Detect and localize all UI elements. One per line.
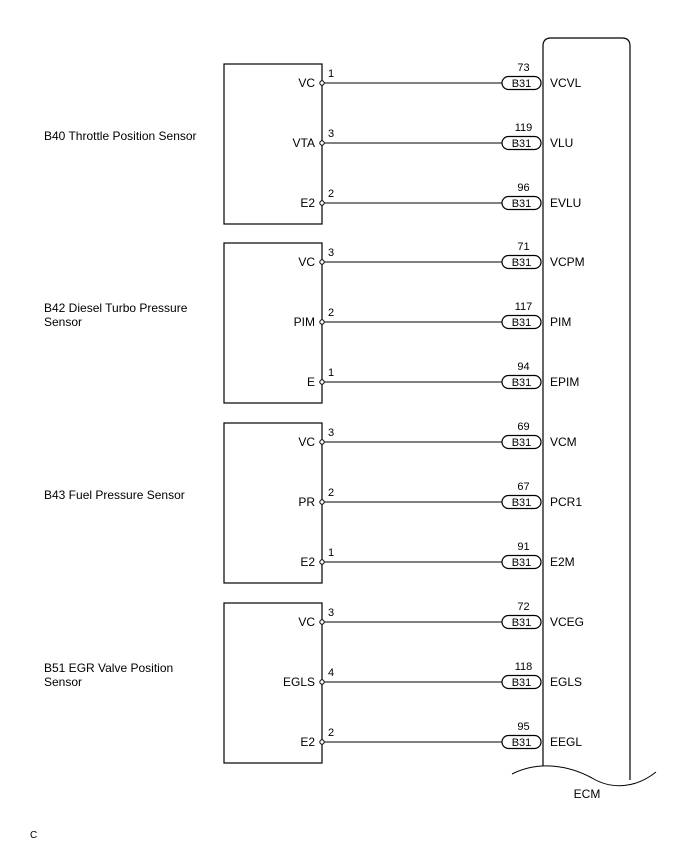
pin-terminal [319, 739, 325, 745]
connector-oval [501, 674, 542, 690]
sensor-label: B40 Throttle Position Sensor [44, 129, 197, 143]
sensor-label: Sensor [44, 675, 82, 689]
sensor-group: B40 Throttle Position SensorVC1B3173VCVL… [44, 62, 585, 764]
ecm-pin-number: 72 [517, 601, 529, 613]
connector-name: B31 [512, 737, 532, 749]
sensor-pin-label: EGLS [283, 675, 315, 689]
connector-name: B31 [512, 677, 532, 689]
connector-name: B31 [512, 377, 532, 389]
pin-terminal [319, 80, 325, 86]
sensor-label: Sensor [44, 315, 82, 329]
sensor-pin-number: 1 [328, 367, 334, 379]
pin-terminal [319, 619, 325, 625]
ecm-pin-name: E2M [550, 555, 575, 569]
connector-name: B31 [512, 78, 532, 90]
ecm-module-outline [542, 37, 631, 780]
ecm-break-line [511, 765, 657, 787]
ecm-pin-name: EPIM [550, 375, 579, 389]
sensor-pin-number: 1 [328, 547, 334, 559]
connector-oval [501, 614, 542, 630]
pin-terminal [319, 200, 325, 206]
ecm-pin-number: 71 [517, 241, 529, 253]
ecm-pin-name: VCPM [550, 255, 585, 269]
ecm-title: ECM [574, 787, 601, 801]
pin-terminal [319, 499, 325, 505]
pin-terminal [319, 679, 325, 685]
connector-name: B31 [512, 138, 532, 150]
ecm-pin-name: EEGL [550, 735, 582, 749]
sensor-pin-label: VC [298, 255, 315, 269]
connector-oval [501, 135, 542, 151]
sensor-pin-number: 2 [328, 487, 334, 499]
ecm-pin-number: 94 [517, 361, 529, 373]
pin-terminal [319, 379, 325, 385]
ecm-pin-number: 119 [515, 122, 533, 134]
sensor-pin-number: 3 [328, 128, 334, 140]
sensor-pin-number: 2 [328, 307, 334, 319]
ecm-pin-number: 67 [517, 481, 529, 493]
ecm-pin-number: 95 [517, 721, 529, 733]
ecm-pin-number: 118 [515, 661, 533, 673]
connector-name: B31 [512, 198, 532, 210]
ecm-pin-number: 69 [517, 421, 529, 433]
sensor-pin-number: 3 [328, 247, 334, 259]
sensor-pin-label: E [307, 375, 315, 389]
connector-oval [501, 434, 542, 450]
sensor-pin-label: PR [298, 495, 315, 509]
connector-oval [501, 374, 542, 390]
ecm-pin-name: VCVL [550, 76, 582, 90]
sensor-pin-label: VTA [293, 136, 315, 150]
sensor-pin-label: E2 [300, 555, 315, 569]
connector-name: B31 [512, 617, 532, 629]
footer-code: C [30, 830, 37, 841]
sensor-label: B43 Fuel Pressure Sensor [44, 488, 185, 502]
sensor-pin-number: 4 [328, 667, 334, 679]
ecm-pin-number: 91 [517, 541, 529, 553]
pin-terminal [319, 559, 325, 565]
connector-oval [501, 254, 542, 270]
pin-terminal [319, 319, 325, 325]
sensor-pin-label: VC [298, 435, 315, 449]
sensor-pin-number: 3 [328, 427, 334, 439]
sensor-pin-label: VC [298, 76, 315, 90]
connector-name: B31 [512, 257, 532, 269]
connector-name: B31 [512, 437, 532, 449]
connector-oval [501, 195, 542, 211]
sensor-pin-number: 1 [328, 68, 334, 80]
sensor-label: B42 Diesel Turbo Pressure [44, 301, 188, 315]
sensor-pin-label: E2 [300, 196, 315, 210]
sensor-pin-number: 2 [328, 188, 334, 200]
connector-name: B31 [512, 317, 532, 329]
connector-oval [501, 75, 542, 91]
ecm-pin-name: VCM [550, 435, 577, 449]
ecm-pin-name: PCR1 [550, 495, 582, 509]
sensor-pin-number: 3 [328, 607, 334, 619]
pin-terminal [319, 140, 325, 146]
connector-name: B31 [512, 557, 532, 569]
sensor-pin-label: PIM [294, 315, 315, 329]
ecm-pin-name: PIM [550, 315, 571, 329]
sensor-pin-number: 2 [328, 727, 334, 739]
ecm-pin-number: 117 [515, 301, 533, 313]
ecm-pin-name: EGLS [550, 675, 582, 689]
ecm-pin-name: VLU [550, 136, 573, 150]
pin-terminal [319, 439, 325, 445]
connector-oval [501, 554, 542, 570]
sensor-label: B51 EGR Valve Position [44, 661, 173, 675]
pin-terminal [319, 259, 325, 265]
sensor-pin-label: VC [298, 615, 315, 629]
connector-oval [501, 494, 542, 510]
ecm-pin-number: 73 [517, 62, 529, 74]
connector-oval [501, 314, 542, 330]
connector-name: B31 [512, 497, 532, 509]
connector-oval [501, 734, 542, 750]
sensor-pin-label: E2 [300, 735, 315, 749]
ecm-pin-name: VCEG [550, 615, 584, 629]
ecm-pin-number: 96 [517, 182, 529, 194]
ecm-pin-name: EVLU [550, 196, 581, 210]
